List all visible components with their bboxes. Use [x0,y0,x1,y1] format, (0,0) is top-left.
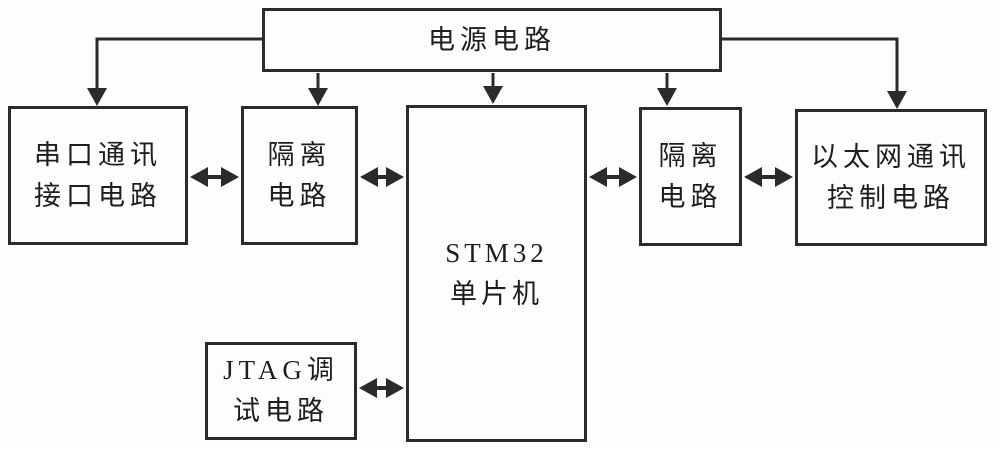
block-serial-interface-circuit: 串口通讯 接口电路 [8,106,188,245]
connector-power-to-isolation-right [657,73,677,106]
block-ethernet-label-line1: 以太网通讯 [811,141,971,172]
block-stm32-mcu: STM32 单片机 [406,105,587,442]
block-isolation-circuit-left: 隔离 电路 [241,106,358,245]
block-serial-interface-label-line2: 接口电路 [34,180,162,211]
block-isolation-left-label-line1: 隔离 [267,139,332,170]
block-ethernet-label-line2: 控制电路 [827,182,955,213]
connector-power-to-ethernet [722,37,907,109]
block-isolation-right-label-line2: 电路 [658,181,723,212]
block-isolation-circuit-right: 隔离 电路 [639,107,742,246]
block-jtag-label-line2: 试电路 [233,396,329,426]
connector-power-to-isolation-left [308,73,328,106]
block-stm32-label-line2: 单片机 [450,278,543,309]
connector-isolation-left-stm32 [360,167,404,187]
block-ethernet-control-circuit: 以太网通讯 控制电路 [795,109,987,246]
block-jtag-label-line1: JTAG调 [223,355,339,385]
block-power-circuit-label: 电源电路 [428,24,556,55]
block-isolation-right-label-line1: 隔离 [658,140,723,171]
block-serial-interface-label-line1: 串口通讯 [34,139,162,170]
block-stm32-label-line1: STM32 [445,237,548,268]
connector-power-to-serial [87,37,262,106]
block-power-circuit: 电源电路 [262,8,722,72]
connector-isolation-right-ethernet [744,167,793,187]
connector-power-to-stm32 [483,73,503,104]
connector-stm32-isolation-right [589,167,637,187]
block-isolation-left-label-line2: 电路 [267,180,332,211]
connector-jtag-stm32 [359,378,404,398]
connector-serial-isolation-left [190,167,239,187]
block-jtag-debug-circuit: JTAG调 试电路 [205,342,357,440]
